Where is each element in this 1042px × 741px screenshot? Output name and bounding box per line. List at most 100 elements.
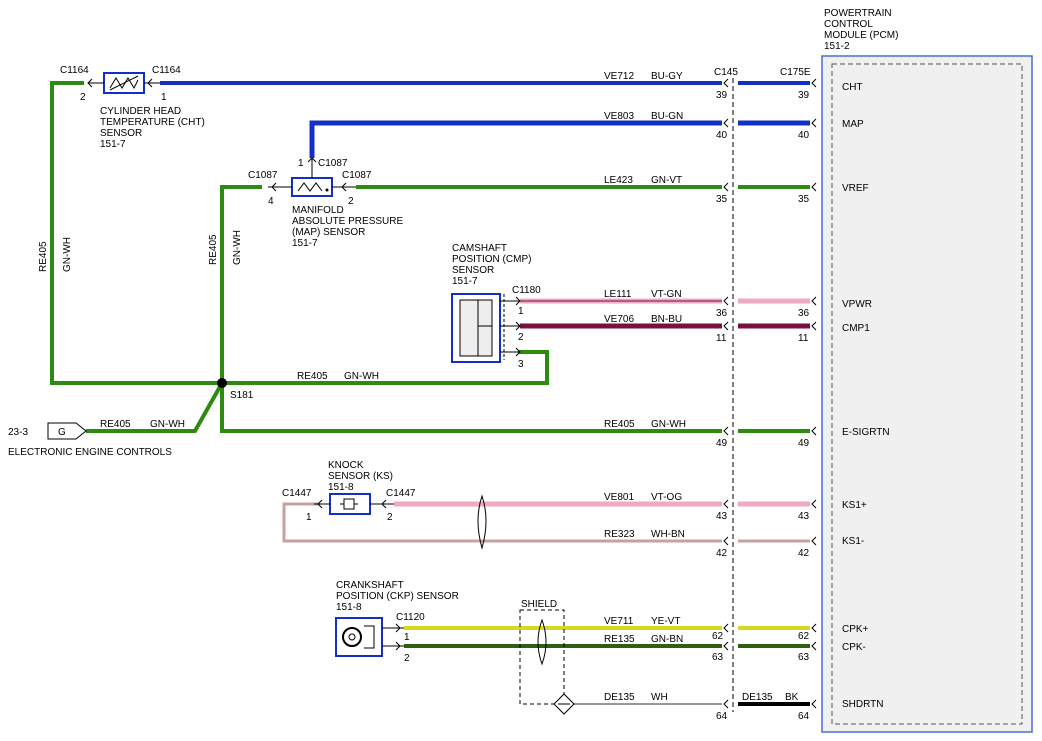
piezo-icon	[343, 498, 355, 510]
c145-pin-ks1-minus: 42	[716, 548, 728, 559]
cht-label-4: 151-7	[100, 139, 126, 150]
ckp-arrow-1	[395, 623, 401, 633]
pcm-pin-ks1-minus: KS1-	[842, 536, 864, 547]
cht-label-3: SENSOR	[100, 128, 142, 139]
arrow-pcm-map	[811, 118, 817, 128]
c145-pin-vref: 35	[716, 194, 728, 205]
cmp-pin-1: 1	[518, 306, 524, 317]
connector-arrows	[723, 78, 817, 709]
wire-color-shdrtn: WH	[651, 692, 668, 703]
pcm-module: POWERTRAIN CONTROL MODULE (PCM) 151-2 CH…	[821, 8, 1033, 733]
map-label-2: ABSOLUTE PRESSURE	[292, 216, 403, 227]
pickup-coil-icon	[364, 625, 375, 649]
ks-twist-icon	[477, 494, 487, 550]
arrow-pcm-vpwr	[811, 296, 817, 306]
cmp-label-3: SENSOR	[452, 265, 494, 276]
pcm-num-esigrtn: 49	[798, 438, 810, 449]
ckp-label-2: POSITION (CKP) SENSOR	[336, 591, 459, 602]
wire-id-ks1-plus: VE801	[604, 492, 634, 503]
wire-color-ks1-plus: VT-OG	[651, 492, 682, 503]
pcm-box	[821, 55, 1033, 733]
c145-pin-esigrtn: 49	[716, 438, 728, 449]
splice-s181	[217, 378, 227, 388]
ckp-label-3: 151-8	[336, 602, 362, 613]
pin-numbers: 39 39 40 40 35 35 36 36 11 11 49 49 43 4…	[712, 90, 810, 722]
knock-sensor: KNOCK SENSOR (KS) 151-8 C1447 C1447 1 2	[282, 460, 487, 550]
ckp-label-1: CRANKSHAFT	[336, 580, 404, 591]
cht-label-2: TEMPERATURE (CHT)	[100, 117, 205, 128]
cmp-sensor: CAMSHAFT POSITION (CMP) SENSOR 151-7 C11…	[451, 243, 541, 370]
pcm-num-cmp1: 11	[798, 333, 809, 344]
c145-pin-cpk-plus: 62	[712, 631, 724, 642]
wire-color-map: BU-GN	[651, 111, 683, 122]
wire-color-vertical-left: GN-WH	[62, 237, 73, 272]
cmp-pin-2: 2	[518, 332, 524, 343]
ckp-sensor: CRANKSHAFT POSITION (CKP) SENSOR 151-8 C…	[335, 580, 459, 664]
wire-color-vpwr: VT-GN	[651, 289, 682, 300]
c175e-label: C175E	[780, 67, 811, 78]
pcm-num-ks1-minus: 42	[798, 548, 810, 559]
ground-caption: ELECTRONIC ENGINE CONTROLS	[8, 447, 172, 458]
ks-conn-right: C1447	[386, 488, 416, 499]
ground-connector-box	[47, 422, 87, 440]
gear-icon	[342, 627, 362, 647]
pcm-num-cpk-plus: 62	[798, 631, 810, 642]
pcm-num-vpwr: 36	[798, 308, 810, 319]
map-label-4: 151-7	[292, 238, 318, 249]
arrow-c145-cht	[723, 78, 729, 88]
c145-label: C145	[714, 67, 738, 78]
map-conn-right: C1087	[342, 170, 372, 181]
shield-box	[519, 609, 565, 705]
ckp-twist-icon	[537, 618, 547, 666]
pcm-pin-esigrtn: E-SIGRTN	[842, 427, 890, 438]
map-arrow-left	[271, 182, 277, 192]
map-pin-1: 1	[298, 158, 304, 169]
ground-splice: S181 G 23-3 ELECTRONIC ENGINE CONTROLS	[8, 378, 254, 458]
arrow-pcm-cpk-plus	[811, 623, 817, 633]
map-sensor-box	[291, 177, 333, 197]
ckp-arrow-2	[395, 641, 401, 651]
cmp-element-icon	[459, 299, 493, 357]
wire-id-vertical-mid: RE405	[208, 234, 219, 265]
cmp-label-4: 151-7	[452, 276, 478, 287]
ks-label-2: SENSOR (KS)	[328, 471, 393, 482]
arrow-c145-ks1-minus	[723, 536, 729, 546]
arrow-c145-esigrtn	[723, 426, 729, 436]
wire-id-cpk-plus: VE711	[604, 616, 634, 627]
pcm-title-3: MODULE (PCM)	[824, 30, 898, 41]
pcm-num-cht: 39	[798, 90, 810, 101]
wire-color-cht: BU-GY	[651, 71, 683, 82]
thermistor-slash-icon	[109, 75, 139, 91]
pcm-pin-cpk-plus: CPK+	[842, 624, 869, 635]
arrow-c145-vpwr	[723, 296, 729, 306]
map-label-1: MANIFOLD	[292, 205, 344, 216]
arrow-pcm-cpk-minus	[811, 641, 817, 651]
wire-re405-esigrtn	[220, 185, 722, 433]
wire-id-cpk-minus: RE135	[604, 634, 635, 645]
c145-pin-ks1-plus: 43	[716, 511, 728, 522]
c145-pin-cht: 39	[716, 90, 728, 101]
c145-pin-shdrtn: 64	[716, 711, 728, 722]
wire-color-vref: GN-VT	[651, 175, 682, 186]
map-pin-4: 4	[268, 196, 274, 207]
arrow-pcm-ks1-minus	[811, 536, 817, 546]
ks-pin-1: 1	[306, 512, 312, 523]
splice-label: S181	[230, 390, 254, 401]
wire-id-vref: LE423	[604, 175, 633, 186]
arrow-c145-vref	[723, 182, 729, 192]
pcm-inner-box	[831, 63, 1023, 725]
shield: SHIELD	[519, 599, 575, 715]
ks-conn-left: C1447	[282, 488, 312, 499]
ckp-pin-2: 2	[404, 653, 410, 664]
ground-box-letter: G	[58, 427, 66, 438]
cht-sensor: C1164 C1164 2 1 CYLINDER HEAD TEMPERATUR…	[60, 65, 205, 150]
arrow-c145-cpk-minus	[723, 641, 729, 651]
cht-label-1: CYLINDER HEAD	[100, 106, 181, 117]
arrow-pcm-cmp1	[811, 321, 817, 331]
pcm-num-map: 40	[798, 130, 810, 141]
pcm-pin-cht: CHT	[842, 82, 863, 93]
wire-id-cht: VE712	[604, 71, 634, 82]
cmp-pin-3: 3	[518, 359, 524, 370]
ks-pin-2: 2	[387, 512, 393, 523]
pcm-title-1: POWERTRAIN	[824, 8, 892, 19]
